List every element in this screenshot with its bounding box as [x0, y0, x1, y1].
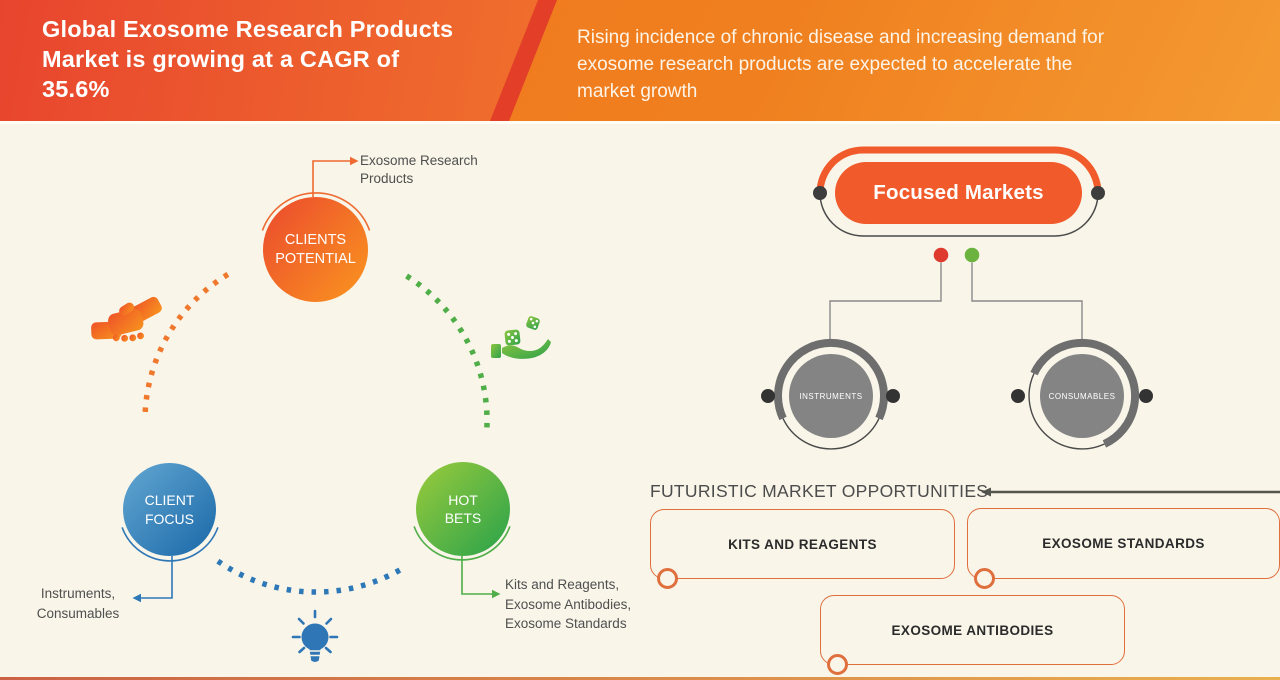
callout-instruments-consumables: Instruments, Consumables — [36, 586, 120, 621]
node-clients-potential: CLIENTS POTENTIAL — [263, 197, 368, 302]
node-hot-bets: HOT BETS — [416, 462, 510, 556]
focused-markets-title: Focused Markets — [873, 181, 1044, 204]
opportunity-label-kits: KITS AND REAGENTS — [728, 536, 877, 552]
node-hot-bets-label: HOT BETS — [444, 491, 482, 526]
opportunity-box-exosome-standards: EXOSOME STANDARDS — [967, 508, 1280, 589]
node-client-focus: CLIENT FOCUS — [123, 463, 216, 556]
page-title: Global Exosome Research Products Market … — [42, 16, 454, 102]
frame-dot-left — [813, 186, 827, 200]
opportunity-box-kits-and-reagents: KITS AND REAGENTS — [650, 509, 955, 589]
callout-exosome-research-products: Exosome Research Products — [360, 153, 478, 186]
handshake-icon — [91, 296, 162, 342]
dotted-arc-blue — [216, 558, 403, 595]
opportunities-heading: FUTURISTIC MARKET OPPORTUNITIES — [650, 481, 989, 501]
dice-in-hand-icon — [491, 316, 551, 359]
bottom-accent-line — [0, 677, 1280, 680]
header-subtitle: Rising incidence of chronic disease and … — [577, 27, 1105, 102]
header-separator — [0, 121, 1280, 124]
node-clients-potential-label: CLIENTS POTENTIAL — [275, 231, 356, 267]
callout-kits-antibodies-standards: Kits and Reagents, Exosome Antibodies, E… — [505, 577, 632, 631]
corner-ring-icon — [657, 568, 678, 589]
connector-dot-green — [964, 247, 980, 263]
dotted-arc-orange — [142, 272, 230, 413]
connector-dot-red — [933, 247, 949, 263]
focused-markets-connectors — [829, 262, 1083, 341]
frame-dot-right — [1091, 186, 1105, 200]
focused-markets-pill: Focused Markets — [835, 162, 1082, 224]
opportunity-box-exosome-antibodies: EXOSOME ANTIBODIES — [820, 595, 1125, 675]
dotted-arc-green — [405, 273, 490, 431]
header-left-panel — [0, 0, 538, 121]
market-instruments-label: INSTRUMENTS — [799, 391, 863, 401]
header-banner: Global Exosome Research Products Market … — [0, 0, 1280, 121]
market-circle-consumables: CONSUMABLES — [1040, 354, 1124, 438]
opportunity-label-antibodies: EXOSOME ANTIBODIES — [891, 622, 1054, 638]
opportunities-arrow — [981, 487, 1280, 497]
market-circle-instruments: INSTRUMENTS — [789, 354, 873, 438]
corner-ring-icon — [974, 568, 995, 589]
opportunity-label-standards: EXOSOME STANDARDS — [1042, 536, 1205, 551]
lightbulb-icon — [291, 609, 339, 662]
corner-ring-icon — [827, 654, 848, 675]
market-consumables-label: CONSUMABLES — [1048, 391, 1116, 401]
node-client-focus-label: CLIENT FOCUS — [144, 492, 195, 527]
